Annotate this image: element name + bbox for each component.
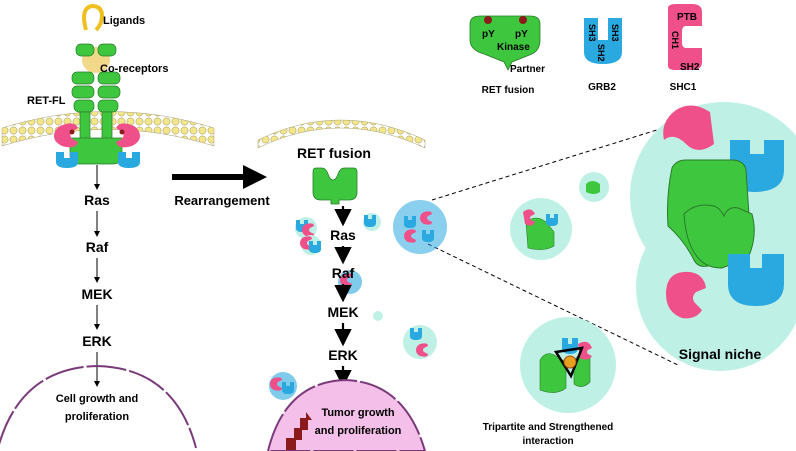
rearrangement-transition: Rearrangement	[172, 165, 270, 208]
left-cascade: Ras Raf MEK ERK	[81, 165, 113, 387]
right-panel: Tripartite and Strengthened interaction …	[393, 102, 796, 447]
middle-outcome-1: Tumor growth	[321, 407, 394, 419]
left-ras: Ras	[84, 192, 110, 208]
legend-shc1-ptb: PTB	[677, 12, 697, 23]
left-mek: MEK	[81, 286, 112, 302]
middle-droplets	[269, 213, 437, 400]
legend-grb2: SH3 SH2 SH3 GRB2	[584, 18, 622, 93]
zoom-line-top	[431, 123, 677, 201]
py-dot-left	[69, 129, 75, 135]
middle-mek: MEK	[327, 304, 358, 320]
py-dot-right	[119, 129, 125, 135]
legend-grb2-sh2: SH2	[596, 44, 606, 62]
source-condensate	[393, 200, 447, 254]
rearrangement-label: Rearrangement	[174, 193, 270, 208]
tumor-growth-arrow-icon	[286, 412, 312, 450]
middle-ras: Ras	[330, 227, 356, 243]
ligand-shape	[82, 3, 105, 32]
legend-ret-fusion: pY pY Kinase Partner RET fusion	[469, 15, 545, 96]
legend-shc1-ch1: CH1	[670, 31, 680, 49]
left-raf: Raf	[86, 239, 109, 255]
tripartite-label-1: Tripartite and Strengthened	[483, 422, 614, 433]
legend-grb2-sh3-left: SH3	[587, 24, 597, 42]
middle-ret-fusion-dimer	[312, 167, 358, 205]
middle-title: RET fusion	[297, 145, 371, 161]
middle-panel: RET fusion Ras Raf MEK ER	[257, 119, 437, 451]
legend-shc1: PTB CH1 SH2 SHC1	[668, 4, 702, 93]
grb2-right	[118, 152, 140, 168]
shc1-left	[54, 123, 78, 148]
legend-partner: Partner	[510, 64, 545, 75]
legend-py-left: pY	[482, 29, 495, 40]
middle-nucleus	[266, 378, 427, 451]
legend-shc1-sh2: SH2	[680, 62, 700, 73]
ret-fl-receptor	[69, 43, 123, 165]
signal-niche-label: Signal niche	[679, 346, 762, 362]
middle-raf: Raf	[332, 265, 355, 281]
legend: pY pY Kinase Partner RET fusion SH3 SH2 …	[469, 4, 702, 96]
legend-ret-fusion-caption: RET fusion	[482, 85, 535, 96]
middle-membrane	[257, 119, 426, 149]
ret-fl-label: RET-FL	[27, 95, 66, 107]
grb2-left	[56, 152, 78, 168]
middle-erk: ERK	[328, 347, 358, 363]
zoom-line-bottom	[427, 243, 681, 367]
tripartite-label-2: interaction	[522, 436, 573, 447]
coreceptors-label: Co-receptors	[100, 63, 168, 75]
left-outcome-1: Cell growth and	[56, 393, 139, 405]
ligands-label: Ligands	[103, 15, 145, 27]
left-panel: Ligands Co-receptors RET-FL Ras Raf MEK …	[0, 3, 215, 449]
py-dot-icon	[519, 16, 527, 24]
shc1-right	[116, 123, 140, 148]
left-outcome-2: proliferation	[65, 411, 129, 423]
legend-grb2-caption: GRB2	[588, 82, 616, 93]
legend-shc1-caption: SHC1	[670, 82, 697, 93]
py-dot-icon	[484, 16, 492, 24]
middle-cascade: Ras Raf MEK ERK	[327, 206, 359, 388]
left-nucleus-envelope	[0, 364, 197, 449]
left-erk: ERK	[82, 333, 112, 349]
legend-grb2-sh3-right: SH3	[610, 24, 620, 42]
signal-niche-graphic	[630, 102, 796, 371]
legend-py-right: pY	[515, 29, 528, 40]
interaction-star-icon	[563, 355, 577, 369]
legend-kinase: Kinase	[497, 42, 530, 53]
middle-outcome-2: and proliferation	[315, 425, 402, 437]
